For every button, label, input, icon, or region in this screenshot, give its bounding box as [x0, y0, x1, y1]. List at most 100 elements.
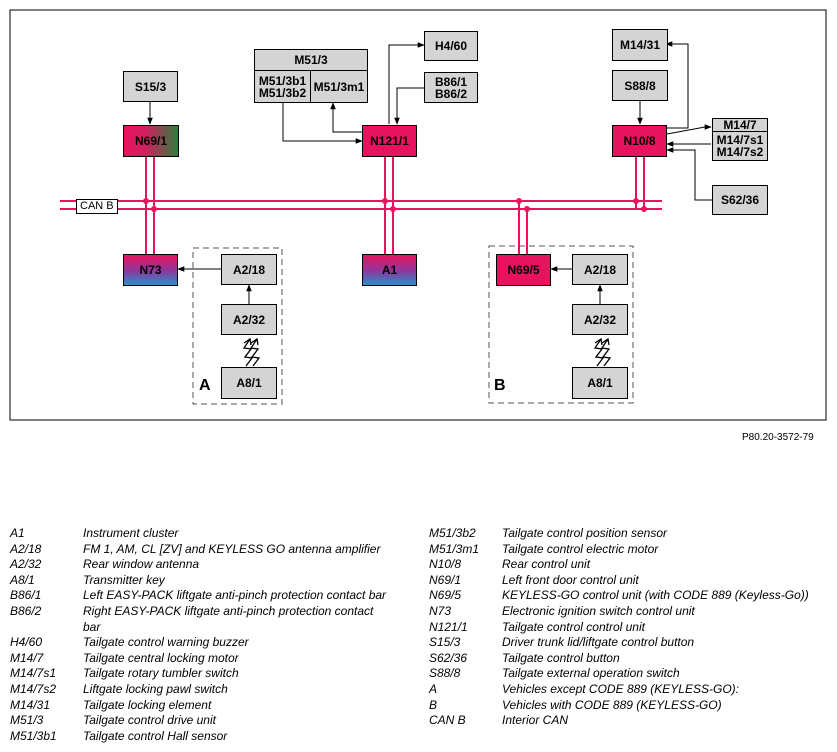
- legend-description-continuation: bar: [83, 619, 101, 634]
- figure-reference: P80.20-3572-79: [742, 432, 814, 443]
- legend-description: Tailgate control drive unit: [83, 713, 216, 728]
- can-bus-label: CAN B: [76, 199, 118, 214]
- legend-description: Tailgate locking element: [83, 697, 212, 712]
- box-m14-7s1-7s2: M14/7s1 M14/7s2: [712, 131, 768, 161]
- legend-row: M51/3 Tailgate control drive unit: [10, 713, 410, 729]
- legend-code: N10/8: [429, 557, 462, 572]
- legend-description: Tailgate control warning buzzer: [83, 635, 249, 650]
- group-a-frame: [192, 247, 283, 405]
- legend-code: B86/1: [10, 588, 42, 603]
- box-s15-3: S15/3: [123, 71, 178, 102]
- legend-code: M51/3b1: [10, 728, 57, 743]
- legend-row: N69/1 Left front door control unit: [429, 573, 829, 589]
- can-bus: [60, 156, 662, 255]
- legend-row: N69/5 KEYLESS-GO control unit (with CODE …: [429, 588, 829, 604]
- label-b86-2: B86/2: [434, 86, 468, 101]
- label-m51-3b1: M51/3b1: [258, 73, 307, 88]
- legend-description: Vehicles with CODE 889 (KEYLESS-GO): [502, 697, 722, 712]
- legend-description: Driver trunk lid/liftgate control button: [502, 635, 695, 650]
- bus-junctions: [143, 198, 647, 212]
- legend-description: Electronic ignition switch control unit: [502, 603, 695, 618]
- legend-code: S62/36: [429, 650, 468, 665]
- box-a1: A1: [362, 254, 417, 286]
- legend-row: A1 Instrument cluster: [10, 526, 410, 542]
- label-m14-7s2: M14/7s2: [716, 145, 764, 159]
- legend-code: S15/3: [429, 635, 461, 650]
- group-a-letter: A: [199, 377, 211, 394]
- legend-code: A: [429, 681, 438, 696]
- legend-code: N69/5: [429, 588, 462, 603]
- legend-code: N69/1: [429, 572, 462, 587]
- legend-code: A1: [10, 526, 25, 540]
- legend-row: A2/18 FM 1, AM, CL [ZV] and KEYLESS GO an…: [10, 542, 410, 558]
- box-m51-3b1-3b2: M51/3b1 M51/3b2: [254, 70, 311, 103]
- legend-code: M51/3: [10, 713, 44, 728]
- box-n121-1: N121/1: [362, 125, 417, 157]
- box-a8-1-group-b: A8/1: [572, 367, 628, 399]
- legend-description: Left EASY-PACK liftgate anti-pinch prote…: [83, 588, 387, 603]
- legend-code: H4/60: [10, 635, 43, 650]
- legend-description: Interior CAN: [502, 713, 569, 728]
- legend-code: M14/7: [10, 650, 44, 665]
- legend-description: Left front door control unit: [502, 572, 639, 587]
- legend-code: M51/3m1: [429, 541, 480, 556]
- legend-description: Tailgate control control unit: [502, 619, 645, 634]
- legend-row-continuation: bar: [10, 620, 410, 636]
- legend-row: CAN B Interior CAN: [429, 713, 829, 729]
- legend-description: Tailgate rotary tumbler switch: [83, 666, 239, 681]
- box-a8-1-group-a: A8/1: [221, 367, 277, 399]
- legend-code: N73: [429, 603, 452, 618]
- legend-row: B86/1 Left EASY-PACK liftgate anti-pinch …: [10, 588, 410, 604]
- box-n69-5: N69/5: [496, 254, 551, 286]
- label-m51-3b2: M51/3b2: [258, 85, 307, 100]
- legend-description: Instrument cluster: [83, 526, 179, 540]
- legend-description: Rear window antenna: [83, 557, 200, 572]
- legend-row: A8/1 Transmitter key: [10, 573, 410, 589]
- box-h4-60: H4/60: [424, 31, 478, 61]
- diagram-frame: [9, 9, 827, 421]
- legend-code: CAN B: [429, 713, 466, 728]
- box-n69-1: N69/1: [123, 125, 179, 157]
- legend-code: S88/8: [429, 666, 461, 681]
- wiring-diagram: CAN B S15/3 N69/1 M51/3 M51/3b1 M51/3b2 …: [9, 9, 827, 421]
- legend-description: Liftgate locking pawl switch: [83, 681, 228, 696]
- legend-description: Tailgate control Hall sensor: [83, 728, 228, 743]
- legend-code: M14/7s2: [10, 681, 57, 696]
- box-m51-3m1: M51/3m1: [310, 70, 368, 103]
- box-m14-31: M14/31: [612, 29, 668, 61]
- box-a2-18-group-a: A2/18: [221, 254, 277, 285]
- label-b86-1: B86/1: [434, 74, 468, 89]
- legend-row: S15/3 Driver trunk lid/liftgate control b…: [429, 635, 829, 651]
- box-a2-18-group-b: A2/18: [572, 254, 628, 285]
- legend-description: FM 1, AM, CL [ZV] and KEYLESS GO antenna…: [83, 541, 381, 556]
- legend-code: A2/18: [10, 541, 42, 556]
- legend-code: N121/1: [429, 619, 468, 634]
- legend-code: B86/2: [10, 603, 42, 618]
- legend-row: M14/7 Tailgate central locking motor: [10, 651, 410, 667]
- box-a2-32-group-b: A2/32: [572, 304, 628, 335]
- legend-row: H4/60 Tailgate control warning buzzer: [10, 635, 410, 651]
- box-s88-8: S88/8: [612, 70, 668, 101]
- legend-row: M51/3b1 Tailgate control Hall sensor: [10, 729, 410, 745]
- box-n73: N73: [123, 254, 178, 286]
- legend-description: Tailgate external operation switch: [502, 666, 680, 681]
- legend-code: A8/1: [10, 572, 35, 587]
- legend-description: Transmitter key: [83, 572, 165, 587]
- legend-description: KEYLESS-GO control unit (with CODE 889 (…: [502, 588, 809, 603]
- label-m14-7s1: M14/7s1: [716, 133, 764, 147]
- box-n10-8: N10/8: [612, 125, 667, 157]
- legend-description: Tailgate central locking motor: [83, 650, 239, 665]
- legend-row: N73 Electronic ignition switch control un…: [429, 604, 829, 620]
